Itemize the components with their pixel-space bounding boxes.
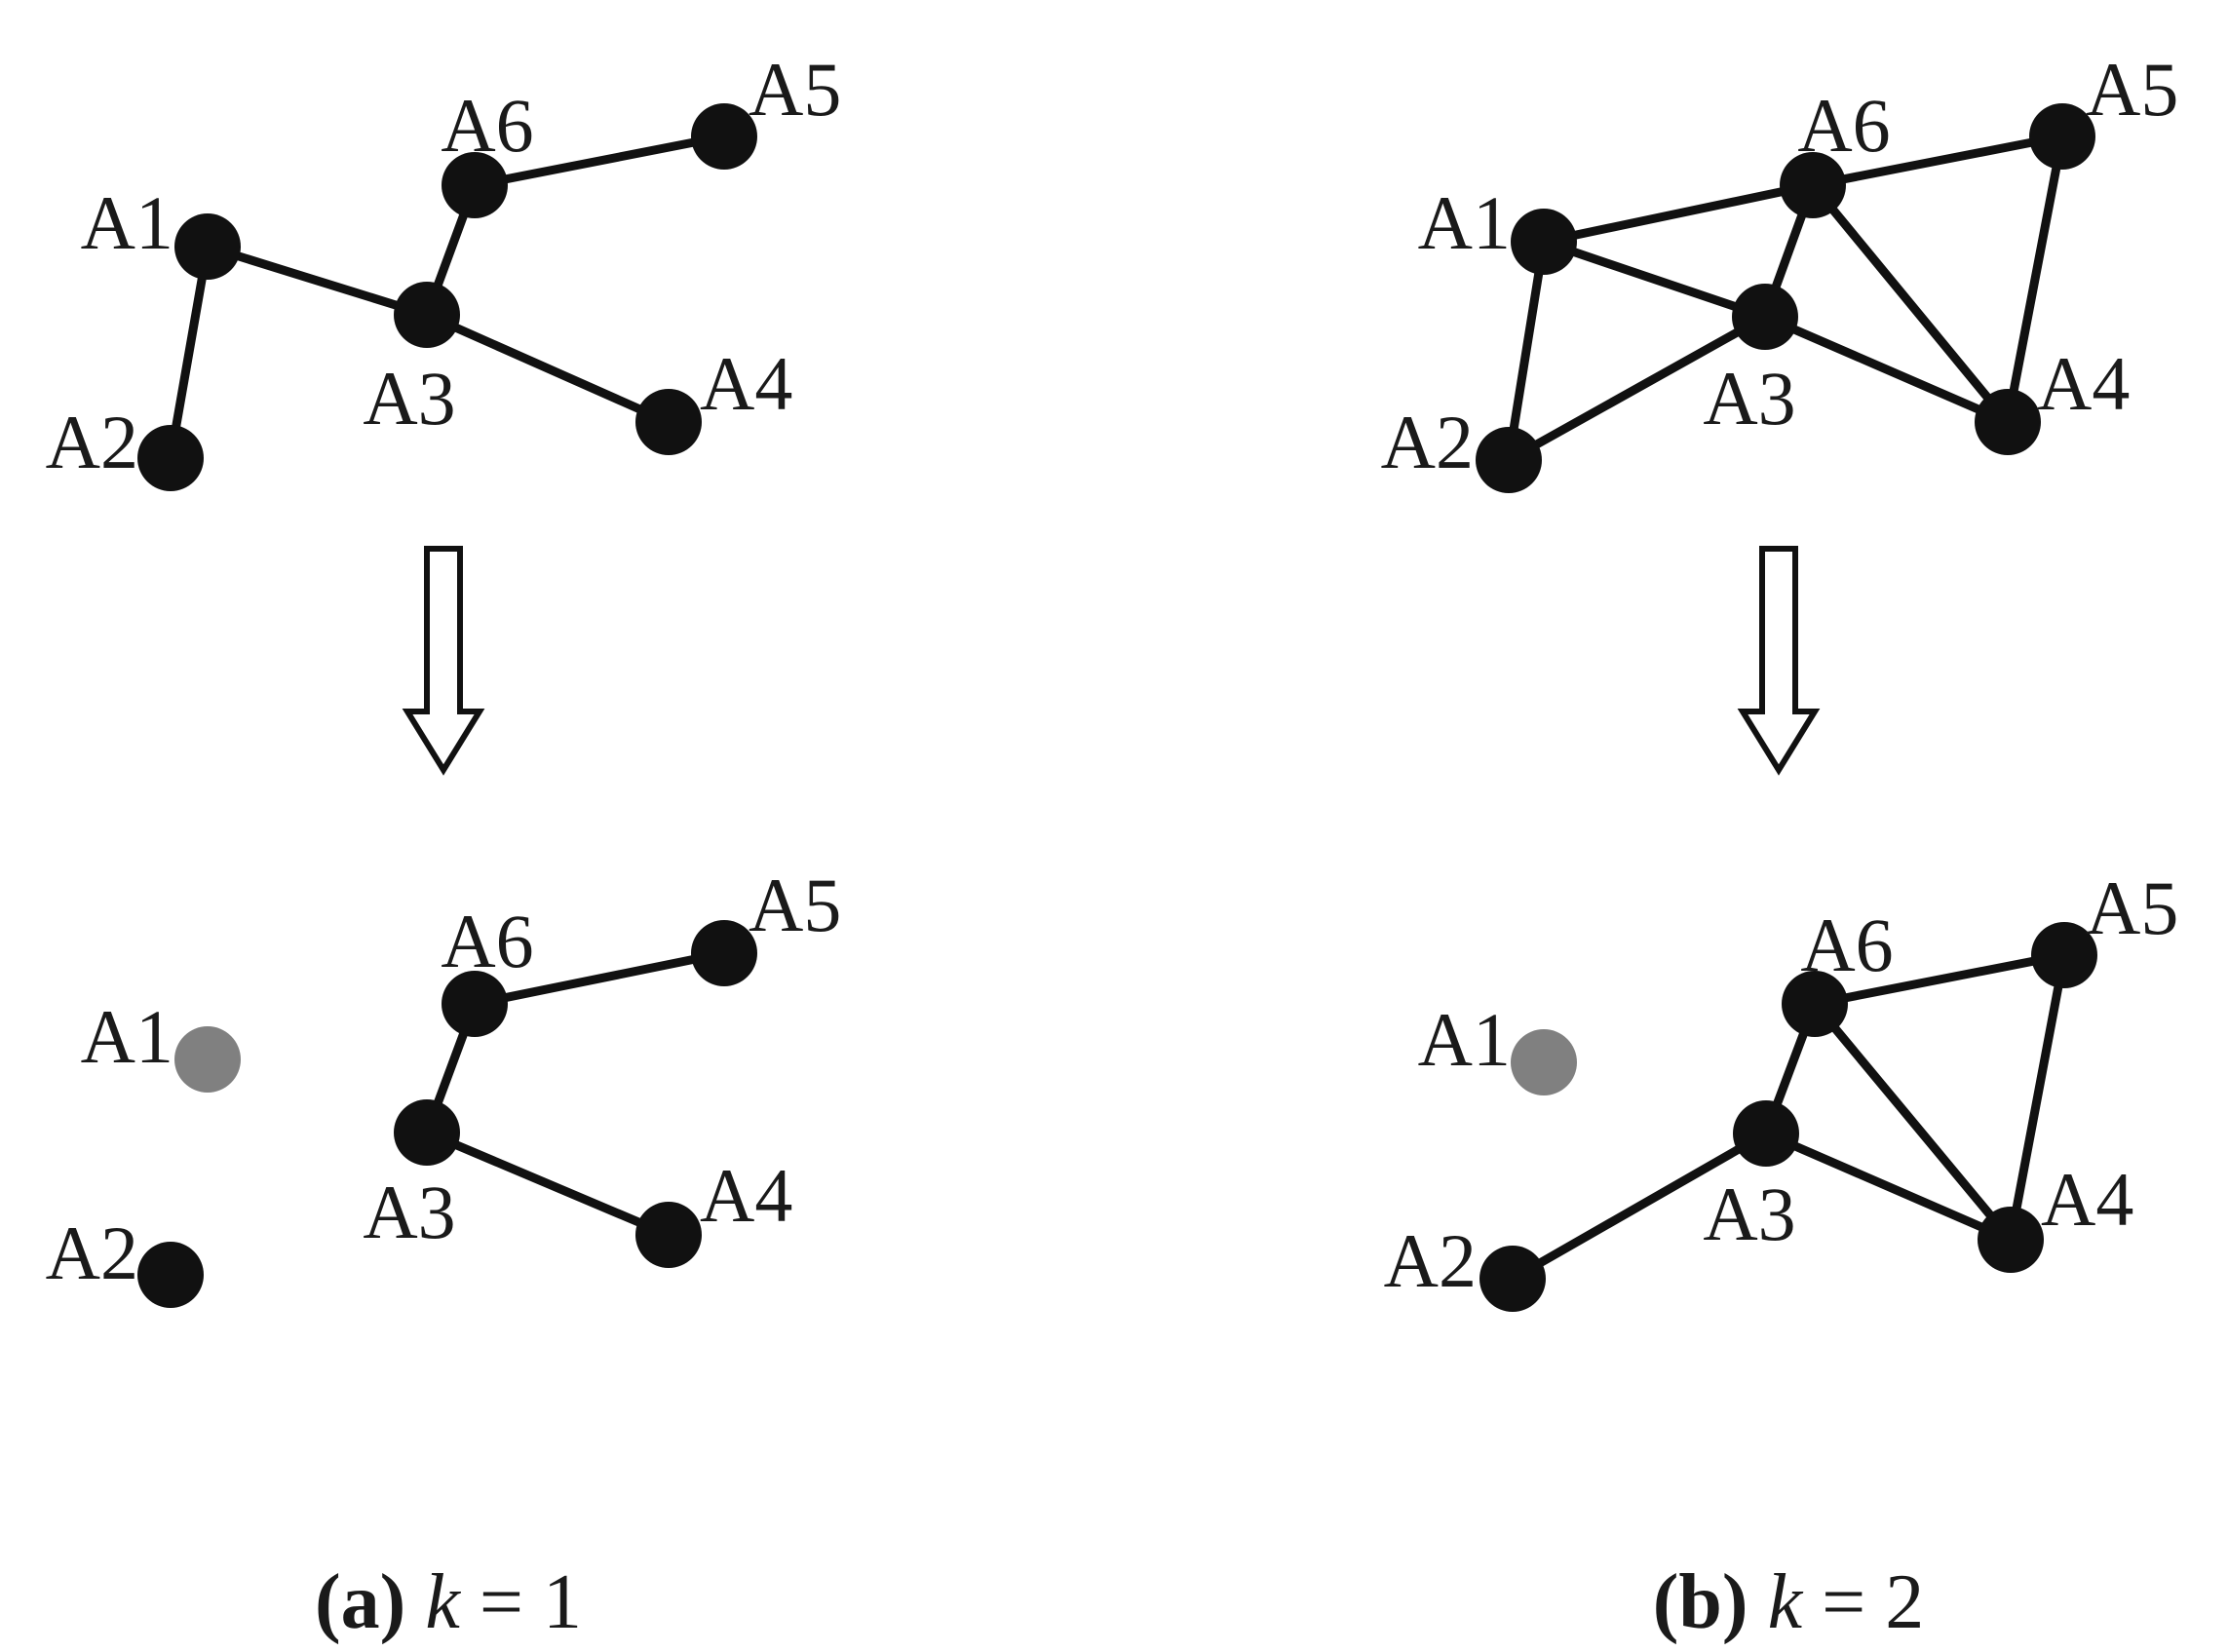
edge-a-after-A3-A4: [422, 1128, 673, 1240]
caption-a-rest: = 1: [460, 1559, 582, 1645]
edge-b-before-A1-A6: [1539, 180, 1818, 247]
label-a-after-A4: A4: [700, 1153, 792, 1238]
caption-b-var: k: [1768, 1559, 1804, 1645]
node-a-after-A6: [442, 971, 508, 1037]
label-b-after-A6: A6: [1800, 903, 1893, 987]
label-a-after-A1: A1: [81, 994, 173, 1079]
edge-b-after-A3-A4: [1761, 1129, 2016, 1245]
node-a-before-A2: [137, 425, 204, 491]
node-a-before-A4: [635, 389, 702, 455]
edge-a-before-A1-A3: [203, 242, 432, 320]
node-b-after-A2: [1479, 1246, 1546, 1312]
node-a-before-A3: [394, 282, 460, 348]
node-a-after-A5: [691, 920, 757, 986]
edge-b-before-A6-A5: [1808, 132, 2067, 190]
label-b-before-A3: A3: [1703, 356, 1795, 441]
node-b-before-A3: [1732, 284, 1798, 350]
node-b-before-A2: [1476, 427, 1542, 493]
edge-a-before-A1-A2: [166, 242, 212, 463]
node-b-before-A6: [1780, 152, 1846, 218]
label-b-after-A3: A3: [1703, 1172, 1795, 1256]
label-b-before-A1: A1: [1418, 180, 1511, 265]
edge-b-before-A1-A2: [1504, 237, 1549, 465]
caption-b: (b) k = 2: [1653, 1559, 1924, 1645]
label-b-after-A5: A5: [2086, 865, 2178, 950]
caption-a: (a) k = 1: [315, 1559, 582, 1645]
node-b-before-A1: [1511, 209, 1577, 275]
edge-b-after-A2-A3: [1508, 1129, 1771, 1284]
edge-b-before-A5-A4: [2003, 132, 2067, 427]
label-a-before-A3: A3: [363, 356, 455, 441]
edge-b-after-A6-A4: [1810, 999, 2016, 1245]
label-a-before-A4: A4: [700, 341, 792, 426]
caption-b-tag: (b): [1653, 1559, 1748, 1645]
down-arrow-icon-b: [1737, 546, 1821, 776]
node-b-after-A3: [1733, 1100, 1799, 1167]
node-a-after-A2: [137, 1242, 204, 1308]
label-b-after-A4: A4: [2041, 1157, 2133, 1242]
label-b-after-A1: A1: [1418, 997, 1511, 1082]
edge-b-before-A3-A4: [1760, 312, 2013, 427]
down-arrow-icon-a: [402, 546, 485, 776]
node-b-after-A6: [1782, 971, 1848, 1037]
label-a-before-A6: A6: [441, 83, 533, 168]
edge-b-before-A6-A4: [1808, 180, 2013, 427]
label-b-before-A2: A2: [1381, 400, 1474, 484]
label-b-before-A4: A4: [2037, 341, 2130, 426]
arrows-layer: [402, 546, 1821, 776]
label-b-before-A6: A6: [1797, 83, 1890, 168]
node-b-after-A4: [1978, 1207, 2044, 1273]
caption-a-var: k: [425, 1559, 461, 1645]
edge-b-after-A5-A4: [2006, 950, 2069, 1245]
label-a-after-A6: A6: [441, 899, 533, 983]
node-a-before-A6: [442, 152, 508, 218]
label-b-before-A5: A5: [2086, 47, 2178, 132]
caption-b-rest: = 2: [1802, 1559, 1924, 1645]
edge-a-after-A6-A5: [470, 948, 729, 1009]
edge-a-before-A6-A5: [470, 132, 729, 190]
node-a-after-A4: [635, 1202, 702, 1268]
label-a-before-A2: A2: [46, 400, 138, 484]
label-a-before-A1: A1: [81, 180, 173, 265]
label-a-after-A3: A3: [363, 1170, 455, 1254]
label-a-before-A5: A5: [749, 47, 841, 132]
edge-a-before-A3-A4: [422, 310, 673, 427]
node-b-before-A5: [2029, 103, 2095, 170]
label-a-after-A5: A5: [749, 863, 841, 947]
node-a-before-A5: [691, 103, 757, 170]
nodes-layer: [137, 103, 2097, 1312]
label-a-after-A2: A2: [46, 1210, 138, 1295]
edge-b-before-A2-A3: [1504, 312, 1770, 465]
node-b-after-A5: [2031, 922, 2097, 988]
node-a-after-A1: [174, 1026, 241, 1093]
label-b-after-A2: A2: [1384, 1218, 1477, 1303]
caption-a-tag: (a): [315, 1559, 405, 1645]
node-a-before-A1: [174, 213, 241, 280]
node-a-after-A3: [394, 1099, 460, 1166]
edge-b-before-A1-A3: [1539, 237, 1770, 322]
edge-b-after-A6-A5: [1810, 950, 2069, 1009]
node-b-after-A1: [1511, 1029, 1577, 1095]
node-b-before-A4: [1975, 389, 2041, 455]
